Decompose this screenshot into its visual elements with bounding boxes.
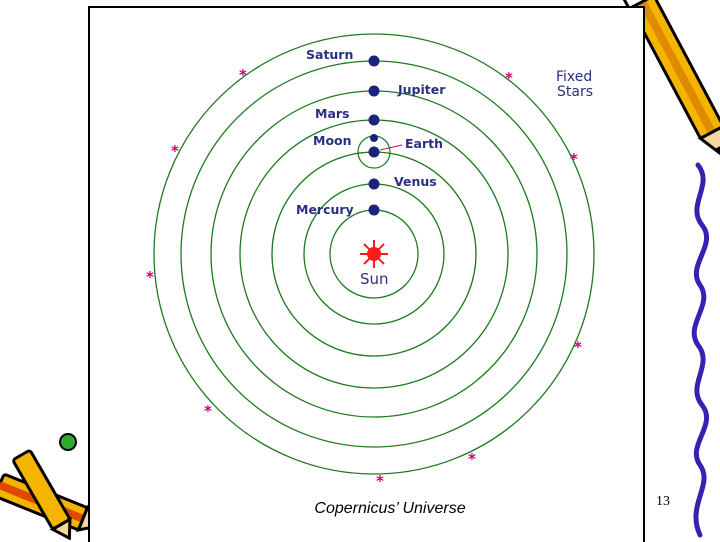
earth-dot bbox=[368, 146, 380, 158]
diagram-frame bbox=[88, 6, 645, 542]
earth-label: Earth bbox=[405, 136, 443, 151]
saturn-dot bbox=[368, 55, 380, 67]
star-icon: * bbox=[468, 450, 476, 468]
pencil-icon bbox=[620, 0, 720, 161]
fixed-stars-label-line1: Fixed bbox=[556, 69, 592, 85]
star-icon: * bbox=[204, 402, 212, 420]
sun-label: Sun bbox=[360, 270, 389, 288]
star-icon: * bbox=[505, 69, 513, 87]
saturn-label: Saturn bbox=[306, 47, 353, 62]
star-icon: * bbox=[146, 268, 154, 286]
moon-dot bbox=[370, 134, 378, 142]
fixed-stars-group: * * * * * * * * * bbox=[146, 66, 582, 490]
jupiter-label: Jupiter bbox=[397, 82, 446, 97]
orbit-ring bbox=[153, 33, 595, 475]
venus-label: Venus bbox=[394, 174, 437, 189]
star-icon: * bbox=[574, 338, 582, 356]
mercury-label: Mercury bbox=[296, 202, 354, 217]
squiggle-line bbox=[691, 162, 710, 538]
mars-dot bbox=[368, 114, 380, 126]
mars-label: Mars bbox=[315, 106, 349, 121]
earth-pointer bbox=[379, 144, 403, 151]
page-number: 13 bbox=[656, 494, 670, 509]
star-icon: * bbox=[171, 142, 179, 160]
fixed-stars-label-line2: Stars bbox=[557, 84, 593, 100]
slide-caption: Copernicus’ Universe bbox=[314, 500, 466, 517]
venus-dot bbox=[368, 178, 380, 190]
star-icon: * bbox=[570, 150, 578, 168]
jupiter-dot bbox=[368, 85, 380, 97]
star-icon: * bbox=[239, 66, 247, 84]
planets-group: Mercury Venus Earth Moon Mars Jupiter Sa… bbox=[296, 47, 446, 217]
moon-label: Moon bbox=[313, 133, 352, 148]
sun-icon bbox=[360, 240, 388, 268]
star-icon: * bbox=[376, 472, 384, 490]
mercury-dot bbox=[368, 204, 380, 216]
